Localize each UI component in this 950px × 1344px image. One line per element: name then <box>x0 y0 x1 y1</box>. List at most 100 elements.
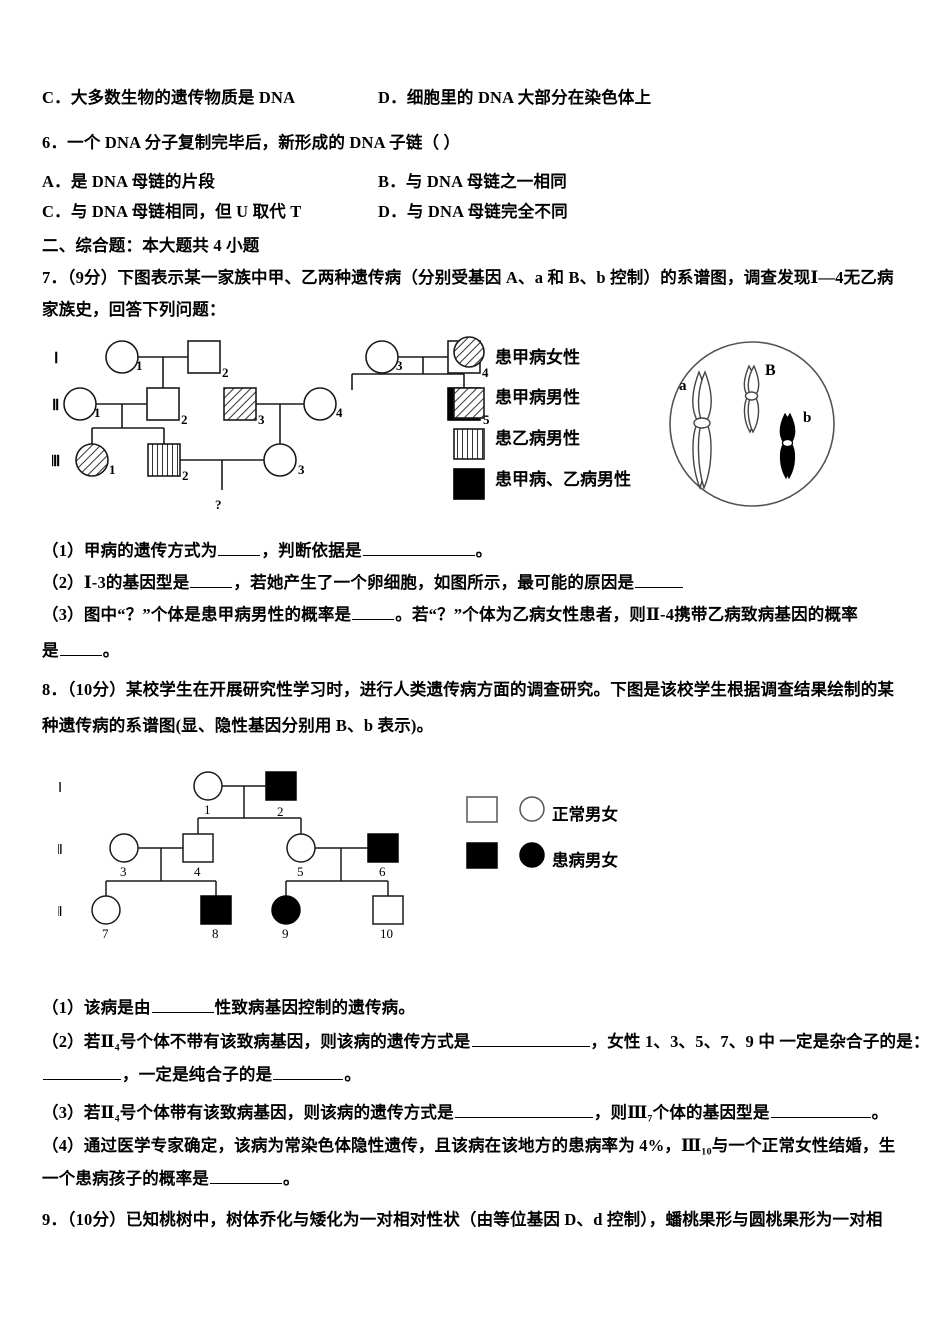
q8-sub3-text-c: 。 <box>871 1103 889 1122</box>
q6-option-c: C．与 DNA 母链相同，但 U 取代 T <box>42 202 302 221</box>
q8-sub3-blank-2[interactable] <box>770 1102 871 1118</box>
q7-sub1: （1）甲病的遗传方式为 ，判断依据是 。 <box>42 540 492 561</box>
svg-text:4: 4 <box>482 365 489 380</box>
legend-vertical-square-icon <box>453 428 485 460</box>
svg-text:3: 3 <box>120 864 127 879</box>
q7-stem-line1: 7．（9分）下图表示某一家族中甲、乙两种遗传病（分别受基因 A、a 和 B、b … <box>42 268 894 287</box>
legend-diagonal-circle-icon <box>453 336 485 368</box>
q7-sub2-text-b: ，若她产生了一个卵细胞，如图所示，最可能的原因是 <box>233 573 635 592</box>
individual-III-2 <box>147 443 181 477</box>
chromosome-label-b: b <box>803 410 811 426</box>
q7-cell-diagram: a B b <box>665 338 840 510</box>
individual-II-5 <box>286 833 316 863</box>
individual-II-4 <box>182 833 214 863</box>
svg-text:3: 3 <box>258 412 265 427</box>
q6-stem: 6．一个 DNA 分子复制完毕后，新形成的 DNA 子链（ ） <box>42 133 461 152</box>
chromosome-label-B: B <box>765 362 776 379</box>
svg-text:10: 10 <box>380 926 393 941</box>
q7-sub1-text-b: ，判断依据是 <box>261 541 362 560</box>
svg-text:4: 4 <box>336 405 343 420</box>
legend-solid-circle-icon <box>519 842 545 868</box>
q7-sub2-blank-2[interactable] <box>635 572 684 588</box>
q8-sub4-text-b: 一个患病孩子的概率是 <box>42 1169 209 1188</box>
svg-text:5: 5 <box>297 864 304 879</box>
legend-diagonal-square-icon <box>453 387 485 419</box>
q8-sub3: （3）若Ⅱ₄号个体带有该致病基因，则该病的遗传方式是，则Ⅲ₇个体的基因型是。 <box>42 1102 888 1123</box>
svg-text:2: 2 <box>277 804 284 819</box>
svg-text:4: 4 <box>194 864 201 879</box>
individual-II-6 <box>367 833 399 863</box>
individual-III-7 <box>91 895 121 925</box>
svg-text:2: 2 <box>181 412 188 427</box>
q8-sub4-line1: （4）通过医学专家确定，该病为常染色体隐性遗传，且该病在该地方的患病率为 4%，… <box>42 1136 896 1155</box>
q8-stem-line2: 种遗传病的系谱图(显、隐性基因分别用 B、b 表示)。 <box>42 716 434 735</box>
q7-sub1-text-a: （1）甲病的遗传方式为 <box>42 541 218 560</box>
q7-legend-label-0: 患甲病女性 <box>495 348 580 367</box>
svg-text:6: 6 <box>379 864 386 879</box>
individual-III-3 <box>263 443 297 477</box>
q8-figure: Ⅰ Ⅱ Ⅲ 1 2 3 4 5 6 7 8 9 10 <box>58 766 438 946</box>
q8-sub4-text-c: 。 <box>283 1169 300 1188</box>
q8-legend-label-0: 正常男女 <box>552 806 618 824</box>
q7-sub3-blank-2[interactable] <box>59 640 102 656</box>
gen-label-II: Ⅱ <box>58 843 63 858</box>
svg-text:7: 7 <box>102 926 109 941</box>
gen-label-I: Ⅰ <box>58 781 62 796</box>
q8-legend <box>466 794 686 884</box>
q8-sub2-text-c: ，一定是纯合子的是 <box>122 1065 273 1084</box>
svg-text:3: 3 <box>298 462 305 477</box>
q7-legend-label-2: 患乙病男性 <box>495 429 580 448</box>
q7-sub1-text-c: 。 <box>475 541 493 560</box>
q7-sub2: （2）Ⅰ-3的基因型是 ，若她产生了一个卵细胞，如图所示，最可能的原因是 <box>42 572 684 593</box>
legend-empty-circle-icon <box>519 796 545 822</box>
chromosome-B <box>743 364 760 434</box>
q8-sub1: （1）该病是由性致病基因控制的遗传病。 <box>42 997 415 1018</box>
svg-text:3: 3 <box>396 358 403 373</box>
q7-sub3-text-d: 。 <box>102 641 120 660</box>
q7-sub1-blank-2[interactable] <box>362 540 475 556</box>
q9-stem-line1: 9．（10分）已知桃树中，树体乔化与矮化为一对相对性状（由等位基因 D、d 控制… <box>42 1210 883 1229</box>
individual-I-2 <box>265 771 297 801</box>
q8-sub2-text-d: 。 <box>344 1065 362 1084</box>
q7-sub3-line2: 是。 <box>42 640 119 661</box>
individual-II-1 <box>63 387 97 421</box>
svg-text:1: 1 <box>136 358 143 373</box>
q5-option-c: C．大多数生物的遗传物质是 DNA <box>42 88 296 107</box>
q8-stem-line1: 8．（10分）某校学生在开展研究性学习时，进行人类遗传病方面的调查研究。下图是该… <box>42 680 895 699</box>
individual-I-1 <box>105 340 139 374</box>
q7-sub2-blank-1[interactable] <box>190 572 233 588</box>
q8-sub2-blank-3[interactable] <box>273 1064 344 1080</box>
q8-sub2-line2: ，一定是纯合子的是 。 <box>42 1064 361 1085</box>
q8-sub1-blank-1[interactable] <box>151 997 214 1013</box>
individual-I-3 <box>365 340 399 374</box>
q7-sub3-blank-1[interactable] <box>352 604 395 620</box>
individual-II-4 <box>303 387 337 421</box>
q7-sub3-text-b: 。若“？”个体为乙病女性患者，则Ⅱ-4携带乙病致病基因的概率 <box>395 605 858 624</box>
q7-sub3-line1: （3）图中“？”个体是患甲病男性的概率是 。若“？”个体为乙病女性患者，则Ⅱ-4携… <box>42 604 858 625</box>
section-two-heading: 二、综合题：本大题共 4 小题 <box>42 236 260 255</box>
q7-sub1-blank-1[interactable] <box>218 540 261 556</box>
svg-text:5: 5 <box>483 412 490 427</box>
svg-text:2: 2 <box>182 468 189 483</box>
chromosome-b <box>779 412 796 480</box>
q8-sub2-text-b: ，女性 1、3、5、7、9 中 一定是杂合子的是： <box>590 1032 930 1051</box>
q8-sub2-line1: （2）若Ⅱ₄号个体不带有该致病基因，则该病的遗传方式是，女性 1、3、5、7、9… <box>42 1031 930 1052</box>
q7-legend <box>452 336 662 504</box>
q6-option-a: A．是 DNA 母链的片段 <box>42 172 216 191</box>
q7-sub3-text-a: （3）图中“？”个体是患甲病男性的概率是 <box>42 605 352 624</box>
svg-text:2: 2 <box>222 365 229 380</box>
individual-II-2 <box>146 387 180 421</box>
q8-sub2-blank-1[interactable] <box>471 1031 590 1047</box>
q8-sub3-text-a: （3）若Ⅱ₄号个体带有该致病基因，则该病的遗传方式是 <box>42 1103 454 1122</box>
svg-text:8: 8 <box>212 926 219 941</box>
q6-option-d: D．与 DNA 母链完全不同 <box>378 202 568 221</box>
q5-option-d: D．细胞里的 DNA 大部分在染色体上 <box>378 88 652 107</box>
q8-sub2-blank-2[interactable] <box>43 1064 121 1080</box>
legend-empty-square-icon <box>466 796 498 823</box>
chromosome-a <box>692 370 712 491</box>
q8-sub3-blank-1[interactable] <box>454 1102 593 1118</box>
q7-sub2-text-a: （2）Ⅰ-3的基因型是 <box>42 573 190 592</box>
q8-sub4-blank-1[interactable] <box>210 1168 282 1184</box>
q8-legend-label-1: 患病男女 <box>552 852 618 870</box>
